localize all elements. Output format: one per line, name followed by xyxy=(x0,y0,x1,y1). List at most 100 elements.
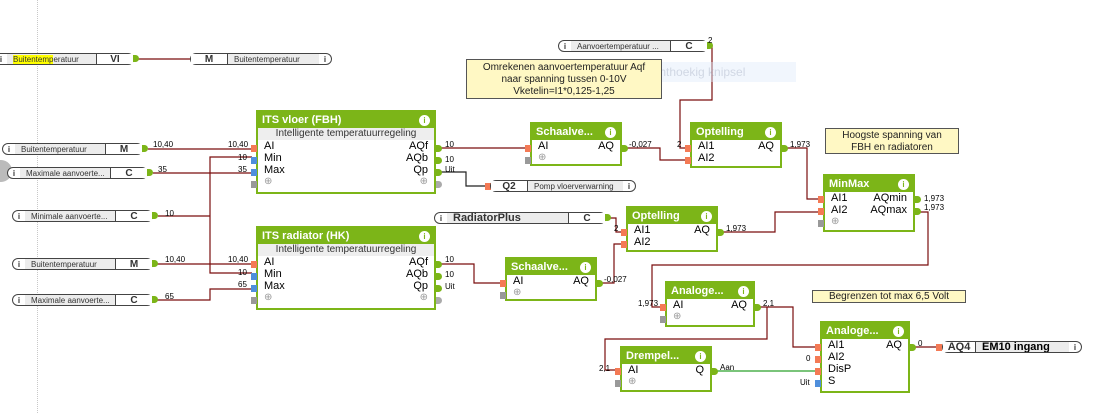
input-pin-s[interactable] xyxy=(815,380,821,387)
marker-buitentemperatuur-1[interactable]: i Buitentemperatuur M xyxy=(2,143,143,155)
output-pin-aqmax[interactable] xyxy=(915,208,921,215)
info-icon[interactable]: i xyxy=(0,54,3,64)
input-pin-min[interactable] xyxy=(251,157,257,164)
input-pin-add[interactable] xyxy=(251,297,257,304)
output-pin[interactable] xyxy=(707,42,713,49)
info-icon[interactable]: i xyxy=(605,126,616,138)
info-icon[interactable]: i xyxy=(701,210,712,222)
info-icon[interactable]: i xyxy=(695,350,706,362)
constant-minimale[interactable]: i Minimale aanvoerte... C xyxy=(12,210,153,222)
input-pin-ai2[interactable] xyxy=(818,208,824,215)
marker-buitentemperatuur-2[interactable]: i Buitentemperatuur M xyxy=(12,258,153,270)
info-icon[interactable]: i xyxy=(323,54,327,64)
info-icon[interactable]: i xyxy=(627,181,631,191)
constant-maximale-1[interactable]: i Maximale aanvoerte... C xyxy=(7,167,148,179)
output-pin[interactable] xyxy=(152,212,158,219)
input-pin-disp[interactable] xyxy=(815,368,821,375)
output-pin-aqb[interactable] xyxy=(436,273,442,280)
input-pin-ai2[interactable] xyxy=(685,157,691,164)
input-pin-add[interactable] xyxy=(251,181,257,188)
info-icon[interactable]: i xyxy=(17,295,21,305)
output-q2-pomp[interactable]: Q2 Pomp vloerverwarning i xyxy=(490,180,636,192)
output-pin[interactable] xyxy=(718,229,724,236)
info-icon[interactable]: i xyxy=(580,261,591,273)
output-pin-qp[interactable] xyxy=(436,285,442,292)
info-icon[interactable]: i xyxy=(563,41,567,51)
input-pin-add[interactable] xyxy=(615,380,621,387)
info-icon[interactable]: i xyxy=(419,230,430,242)
output-pin[interactable] xyxy=(755,304,761,311)
info-icon[interactable]: i xyxy=(738,285,749,297)
output-pin-qp[interactable] xyxy=(436,169,442,176)
input-pin-min[interactable] xyxy=(251,273,257,280)
input-pin-add[interactable] xyxy=(500,292,506,299)
input-pin[interactable] xyxy=(936,344,942,351)
input-pin-ai2[interactable] xyxy=(815,356,821,363)
input-pin-add[interactable] xyxy=(818,220,824,227)
add-input-icon[interactable]: ⊕ xyxy=(513,287,522,298)
info-icon[interactable]: i xyxy=(12,168,16,178)
output-pin-add[interactable] xyxy=(436,297,442,304)
input-pin-add[interactable] xyxy=(660,316,666,323)
block-its-radiator[interactable]: ITS radiator (HK)i Intelligente temperat… xyxy=(256,226,436,310)
input-pin-max[interactable] xyxy=(251,285,257,292)
input-pin[interactable] xyxy=(615,368,621,375)
note-hoogste[interactable]: Hoogste spanning van FBH en radiatoren xyxy=(825,128,959,154)
constant-aanvoertemperatuur[interactable]: i Aanvoertemperatuur ... C xyxy=(558,40,708,52)
output-pin[interactable] xyxy=(782,145,788,152)
input-pin-ai1[interactable] xyxy=(621,229,627,236)
output-pin[interactable] xyxy=(152,260,158,267)
output-pin[interactable] xyxy=(597,280,603,287)
output-pin[interactable] xyxy=(712,368,718,375)
info-icon[interactable]: i xyxy=(765,126,776,138)
info-icon[interactable]: i xyxy=(17,259,21,269)
add-input-icon[interactable]: ⊕ xyxy=(831,216,840,227)
add-output-icon[interactable]: ⊕ xyxy=(419,292,428,303)
info-icon[interactable]: i xyxy=(1073,342,1077,352)
input-pin-ai[interactable] xyxy=(251,261,257,268)
input-pin[interactable] xyxy=(485,183,491,190)
input-pin[interactable] xyxy=(525,145,531,152)
output-pin-add[interactable] xyxy=(436,181,442,188)
info-icon[interactable]: i xyxy=(439,213,443,223)
block-its-vloer[interactable]: ITS vloer (FBH)i Intelligente temperatuu… xyxy=(256,110,436,194)
note-omrekenen[interactable]: Omrekenen aanvoertemperatuur Aqf naar sp… xyxy=(466,59,662,99)
info-icon[interactable]: i xyxy=(419,114,430,126)
info-icon[interactable]: i xyxy=(893,325,904,337)
note-begrenzen[interactable]: Begrenzen tot max 6,5 Volt xyxy=(812,290,966,303)
input-pin-ai1[interactable] xyxy=(815,344,821,351)
constant-radiatorplus[interactable]: i RadiatorPlus C xyxy=(434,212,606,224)
output-aq4-em10[interactable]: AQ4 EM10 ingang i xyxy=(942,341,1082,353)
input-pin-max[interactable] xyxy=(251,169,257,176)
output-pin[interactable] xyxy=(133,55,139,62)
output-pin[interactable] xyxy=(147,169,153,176)
input-pin[interactable] xyxy=(500,280,506,287)
output-pin[interactable] xyxy=(605,214,611,221)
add-input-icon[interactable]: ⊕ xyxy=(264,292,273,303)
input-pin-ai1[interactable] xyxy=(818,196,824,203)
output-pin[interactable] xyxy=(622,145,628,152)
input-pin[interactable] xyxy=(660,304,666,311)
output-pin[interactable] xyxy=(152,296,158,303)
output-pin[interactable] xyxy=(142,145,148,152)
add-input-icon[interactable]: ⊕ xyxy=(538,152,547,163)
info-icon[interactable]: i xyxy=(17,211,21,221)
input-pin-ai2[interactable] xyxy=(621,241,627,248)
output-pin-aqmin[interactable] xyxy=(915,196,921,203)
info-icon[interactable]: i xyxy=(7,144,11,154)
add-input-icon[interactable]: ⊕ xyxy=(264,176,273,187)
info-icon[interactable]: i xyxy=(898,178,909,190)
input-pin-ai[interactable] xyxy=(251,145,257,152)
add-output-icon[interactable]: ⊕ xyxy=(419,176,428,187)
output-pin-aqf[interactable] xyxy=(436,261,442,268)
add-input-icon[interactable]: ⊕ xyxy=(628,376,637,387)
